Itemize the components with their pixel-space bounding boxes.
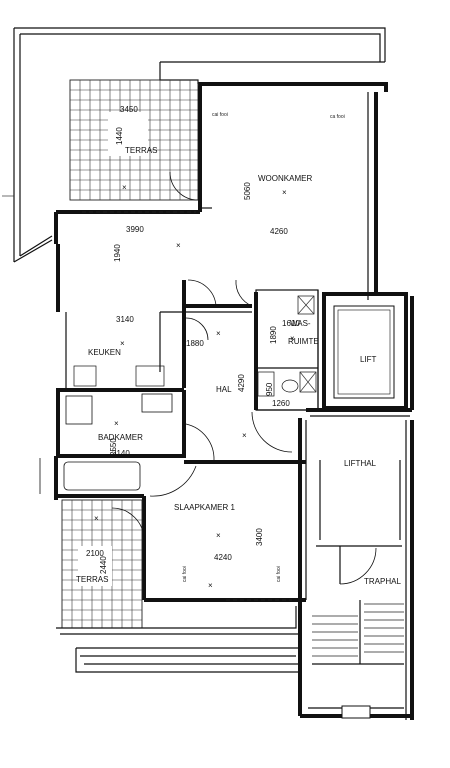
room-label-wasruimte-2: RUIMTE — [288, 337, 319, 346]
room-label-lifthal: LIFTHAL — [344, 459, 377, 468]
terras-top-width: 3450 — [120, 105, 138, 114]
outer-outline — [2, 27, 386, 673]
note-cai-2: ca fooi — [330, 114, 345, 120]
bad-width: 3140 — [112, 449, 130, 458]
bad-height: 2550 — [109, 438, 118, 456]
svg-text:×: × — [216, 531, 221, 540]
keuken-width: 3140 — [116, 315, 134, 324]
hal-height: 4290 — [237, 374, 246, 392]
svg-text:×: × — [216, 329, 221, 338]
terras-bottom-area: 2100 2440 TERRAS — [56, 499, 300, 635]
svg-text:×: × — [282, 188, 287, 197]
was-height: 1890 — [269, 326, 278, 344]
room-label-woonkamer: WOONKAMER — [258, 174, 312, 183]
fixtures — [63, 295, 317, 491]
keuken-upper-height: 1940 — [113, 244, 122, 262]
cross-mark: × — [122, 183, 127, 192]
woonkamer-height: 5060 — [243, 182, 252, 200]
room-label-traphal: TRAPHAL — [364, 577, 401, 586]
svg-text:×: × — [176, 241, 181, 250]
toilet-width: 1260 — [272, 399, 290, 408]
room-label-lift: LIFT — [360, 355, 377, 364]
svg-text:×: × — [242, 431, 247, 440]
note-cai-3: cai fooi — [182, 566, 188, 582]
woonkamer-width: 4260 — [270, 227, 288, 236]
apartment-walls — [54, 86, 378, 602]
svg-text:×: × — [290, 334, 295, 343]
svg-text:×: × — [208, 581, 213, 590]
room-label-terras-bottom: TERRAS — [76, 575, 108, 584]
room-label-hal: HAL — [216, 385, 232, 394]
note-cai-4: cai fooi — [276, 566, 282, 582]
room-label-wasruimte-1: WAS- — [290, 319, 311, 328]
doors — [39, 211, 293, 601]
room-label-badkamer: BADKAMER — [98, 433, 143, 442]
terras-bottom-width: 2100 — [86, 549, 104, 558]
hal-width: 1880 — [186, 339, 204, 348]
terras-top-area: 3450 1440 TERRAS × — [69, 61, 388, 201]
svg-text:×: × — [94, 514, 99, 523]
toilet-height: 950 — [265, 382, 274, 396]
room-label-keuken: KEUKEN — [88, 348, 121, 357]
svg-text:×: × — [114, 419, 119, 428]
terras-bottom-height: 2440 — [99, 556, 108, 574]
note-cai-1: cai fooi — [212, 112, 228, 118]
terras-top-height: 1440 — [115, 127, 124, 145]
keuken-upper-width: 3990 — [126, 225, 144, 234]
slaap-width: 4240 — [214, 553, 232, 562]
room-label-terras-top: TERRAS — [125, 146, 157, 155]
svg-text:×: × — [120, 339, 125, 348]
was-width: 1610 — [282, 319, 300, 328]
slaap-height: 3400 — [255, 528, 264, 546]
light-marks: × × × × × × × × × × — [94, 188, 295, 590]
core-area — [298, 292, 414, 720]
room-label-slaapkamer: SLAAPKAMER 1 — [174, 503, 235, 512]
